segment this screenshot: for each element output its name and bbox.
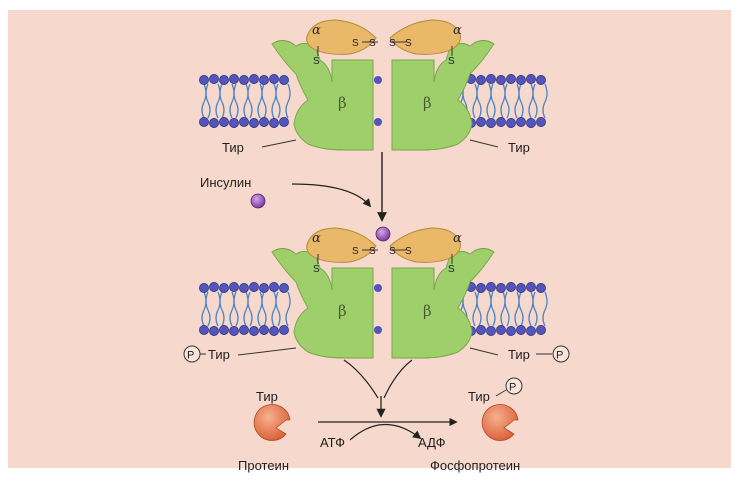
beta-label-right-bottom: β — [423, 302, 432, 320]
alpha-label-left-bottom: α — [312, 231, 321, 246]
insulin-label: Инсулин — [200, 175, 251, 190]
s-label-4-top: S — [405, 38, 412, 49]
s-label-3-bottom: S — [389, 246, 396, 257]
tyr-label-right-bottom: Тир — [508, 347, 530, 362]
tyr-label-right-top: Тир — [508, 140, 530, 155]
tyr-label-left-top: Тир — [222, 140, 244, 155]
beta-label-left-top: β — [338, 94, 347, 112]
protein-label: Протеин — [238, 458, 289, 473]
s-label-3-top: S — [389, 38, 396, 49]
s-label-4-bottom: S — [405, 246, 412, 257]
alpha-label-right-bottom: α — [453, 231, 462, 246]
adp-label: АДФ — [418, 435, 446, 450]
s-label-1-top: S — [352, 38, 359, 49]
s-label-1-bottom: S — [352, 246, 359, 257]
alpha-label-right-top: α — [453, 23, 462, 38]
s-label-2-top: S — [369, 38, 376, 49]
phosphate-label-right-receptor: P — [556, 350, 563, 362]
alpha-label-left-top: α — [312, 23, 321, 38]
tyr-label-phosphoprotein: Тир — [468, 389, 490, 404]
beta-label-right-top: β — [423, 94, 432, 112]
tyr-label-left-bottom: Тир — [208, 347, 230, 362]
tyr-label-protein: Тир — [256, 389, 278, 404]
s-label-6-bottom: S — [448, 264, 455, 275]
bound-insulin-molecule — [376, 227, 390, 241]
s-label-5-bottom: S — [313, 264, 320, 275]
insulin-molecule — [251, 194, 265, 208]
beta-label-left-bottom: β — [338, 302, 347, 320]
s-label-5-top: S — [313, 56, 320, 67]
atp-label: АТФ — [320, 435, 345, 450]
phosphate-label-left-receptor: P — [187, 350, 194, 362]
phosphate-label-phosphoprotein: P — [509, 382, 516, 394]
phosphoprotein-label: Фосфопротеин — [430, 458, 520, 473]
s-label-2-bottom: S — [369, 246, 376, 257]
s-label-6-top: S — [448, 56, 455, 67]
